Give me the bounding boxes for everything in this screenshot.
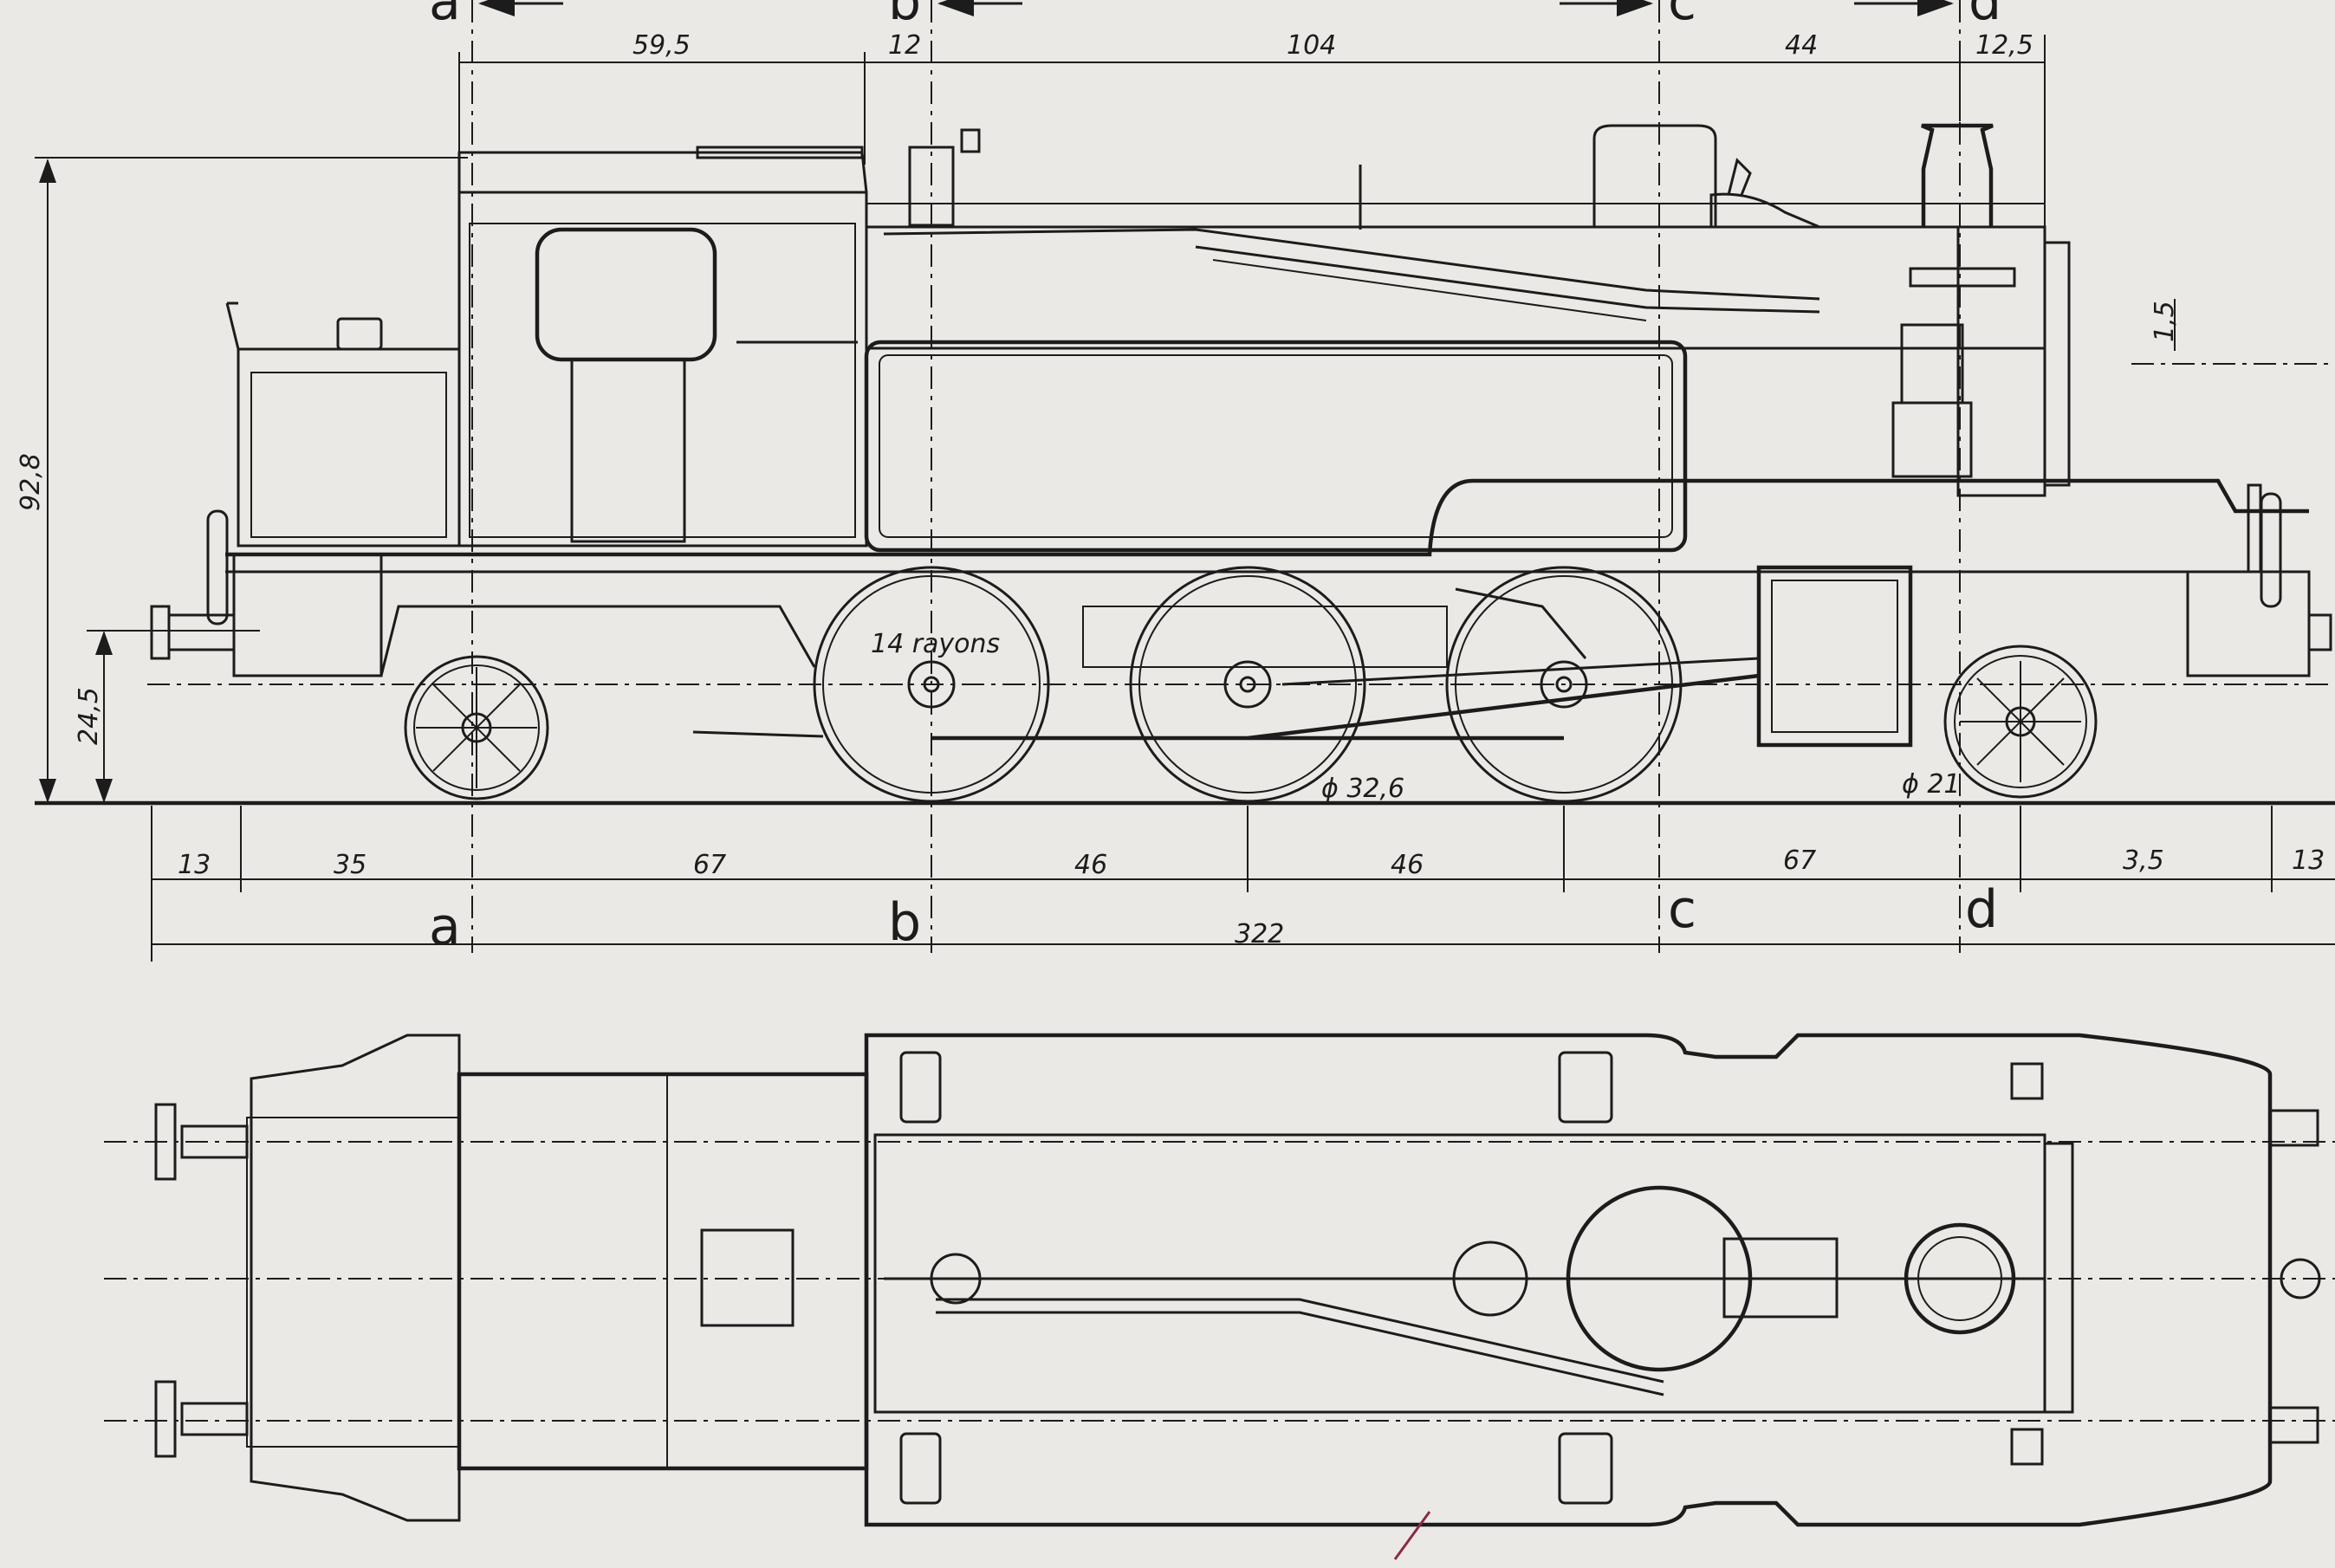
wheel-spoke-note: 14 rayons	[871, 629, 1000, 659]
roof-vent	[696, 146, 864, 159]
coal-bunker	[237, 347, 461, 548]
plan-filler-upper	[899, 1051, 942, 1124]
ink-mark	[1393, 1511, 1431, 1560]
side-water-tank	[864, 340, 1688, 553]
steam-pipe-2	[1195, 245, 1820, 314]
bunker-panel	[250, 372, 447, 538]
dim-top-59-5: 59,5	[632, 30, 691, 61]
running-board	[225, 478, 2309, 557]
section-a-bottom: a	[429, 897, 461, 957]
dim-bottom-67-rear: 67	[693, 850, 726, 880]
front-buffer	[2307, 613, 2332, 651]
rear-buffer	[150, 605, 236, 660]
driving-wheel-2	[1129, 566, 1366, 803]
cab	[457, 191, 868, 548]
top-dimension-chain: 59,5 12 104 44 12,5	[458, 30, 2046, 485]
plan-lamp-lower	[2010, 1428, 2044, 1466]
smokebox-door	[2043, 241, 2071, 487]
plan-steam-pipe-2	[936, 1311, 1664, 1396]
valve-gear-link	[1455, 587, 1587, 659]
plan-steam-pipe-1	[936, 1298, 1664, 1383]
plan-body-outline	[864, 1033, 2273, 1527]
section-c-top: c	[1668, 0, 1696, 32]
plan-filler-lower	[899, 1432, 942, 1505]
section-d-top: d	[1969, 0, 2001, 32]
trailing-wheel	[404, 655, 549, 800]
bunker-toolbox	[336, 317, 383, 351]
plan-boiler-top	[873, 1133, 2046, 1414]
dim-bottom-46-b: 46	[1391, 850, 1424, 880]
steam-dome	[1592, 124, 1717, 227]
cab-front-fittings	[908, 146, 955, 227]
dim-bottom-13-rear: 13	[178, 850, 211, 880]
steam-pipe-3	[1212, 259, 1647, 321]
rear-lamp-iron	[225, 301, 240, 350]
driving-wheel-1	[813, 566, 1050, 803]
steam-pipe-1	[883, 228, 1820, 301]
bottom-dimension-chain: 13 35 67 46 46 67 3,5 13 322	[151, 806, 2335, 962]
dim-height-24-5: 24,5	[74, 687, 104, 745]
cylinder-cover	[1771, 580, 1898, 733]
dim-bottom-46-a: 46	[1074, 850, 1107, 880]
leading-wheel	[1943, 645, 2098, 799]
plan-view	[104, 1033, 2335, 1527]
dim-overall-322: 322	[1235, 919, 1284, 949]
cylinder	[1756, 565, 1913, 748]
driving-wheel-diameter: ϕ 32,6	[1321, 774, 1404, 804]
brake-rigging	[692, 730, 824, 738]
plan-sandbox-lower	[1558, 1432, 1613, 1505]
dim-right-1-5: 1,5	[2150, 301, 2180, 342]
cab-window	[535, 227, 717, 362]
dim-bottom-3-5: 3,5	[2123, 846, 2164, 876]
sand-dome	[1709, 192, 1820, 229]
boiler-barrel	[865, 225, 2046, 350]
dim-bottom-13-front: 13	[2292, 846, 2325, 876]
valve-rod	[1281, 657, 1760, 686]
tank-inner-edge	[879, 354, 1673, 538]
rear-frame-cutout	[379, 605, 816, 677]
plan-sandbox-upper	[1558, 1051, 1613, 1124]
plan-roof-hatch	[700, 1228, 795, 1327]
plan-bunker-top	[246, 1117, 460, 1448]
front-lamp-bracket	[2247, 483, 2262, 573]
section-b-top: b	[888, 0, 921, 32]
height-dimensions: 92,8 24,5 1,5	[16, 159, 2335, 803]
section-a-top: a	[429, 0, 461, 32]
section-c-bottom: c	[1668, 879, 1696, 940]
chimney	[1921, 123, 1994, 227]
plan-rear-buffers	[154, 1103, 249, 1458]
dim-bottom-67-front: 67	[1783, 846, 1816, 876]
carrying-wheel-diameter: ϕ 21	[1902, 769, 1961, 800]
rear-step-handle	[206, 509, 229, 625]
dim-top-104: 104	[1287, 30, 1336, 61]
plan-lamp-upper	[2010, 1062, 2044, 1100]
cab-roof	[457, 151, 868, 193]
plan-cab-roof	[457, 1072, 869, 1471]
section-d-bottom: d	[1965, 879, 1998, 940]
frame-plate	[1082, 606, 1448, 668]
dim-top-12: 12	[888, 30, 921, 61]
side-elevation: a b c d 59,5 12 104 44 12,5 92,8 24,5	[16, 0, 2335, 962]
front-buffer-beam	[2186, 570, 2311, 677]
air-pump-lower	[1891, 401, 1973, 478]
connecting-rod	[1247, 673, 1760, 741]
smokebox-number-plate	[1909, 267, 2016, 288]
dim-bottom-35: 35	[334, 850, 366, 880]
plan-front-buffers	[2268, 1109, 2321, 1444]
section-b-bottom: b	[888, 892, 921, 953]
cab-door-opening	[570, 358, 686, 543]
whistle	[960, 128, 981, 153]
plan-bunker	[250, 1033, 461, 1522]
boiler-top-line	[866, 203, 2045, 227]
dim-height-92-8: 92,8	[16, 453, 46, 511]
dim-top-44: 44	[1785, 30, 1818, 61]
safety-valve	[1727, 158, 1752, 196]
dim-top-12-5: 12,5	[1975, 30, 2033, 61]
air-pump-upper	[1900, 323, 1964, 405]
cab-side-sheet	[469, 223, 856, 538]
